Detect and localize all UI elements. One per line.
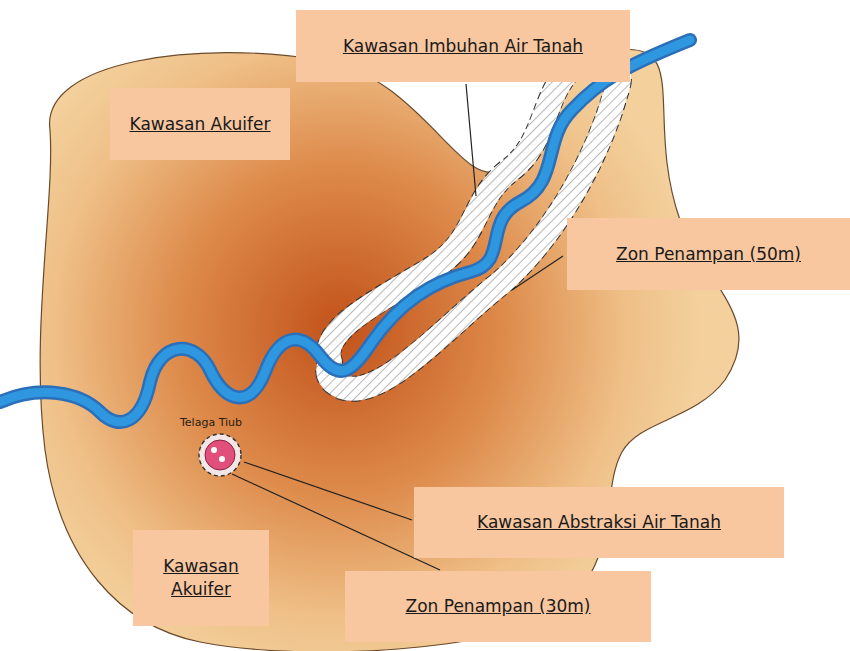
label-box: Kawasan Imbuhan Air Tanah — [296, 10, 630, 82]
label-box: Zon Penampan (50m) — [567, 218, 850, 290]
map-label: Telaga Tiub — [180, 416, 242, 429]
label-box: Kawasan Abstraksi Air Tanah — [414, 487, 784, 558]
label-text: Kawasan Akuifer — [143, 555, 259, 601]
tube-well — [199, 434, 241, 476]
aquifer-outline — [40, 49, 739, 651]
label-text: Zon Penampan (30m) — [406, 595, 591, 618]
label-text: Kawasan Akuifer — [130, 113, 271, 136]
label-text: Kawasan Abstraksi Air Tanah — [477, 511, 721, 534]
label-text: Zon Penampan (50m) — [616, 243, 801, 266]
label-box: Kawasan Akuifer — [110, 88, 290, 160]
label-box: Zon Penampan (30m) — [345, 571, 651, 642]
label-box: Kawasan Akuifer — [133, 530, 269, 626]
label-text: Kawasan Imbuhan Air Tanah — [343, 35, 583, 58]
